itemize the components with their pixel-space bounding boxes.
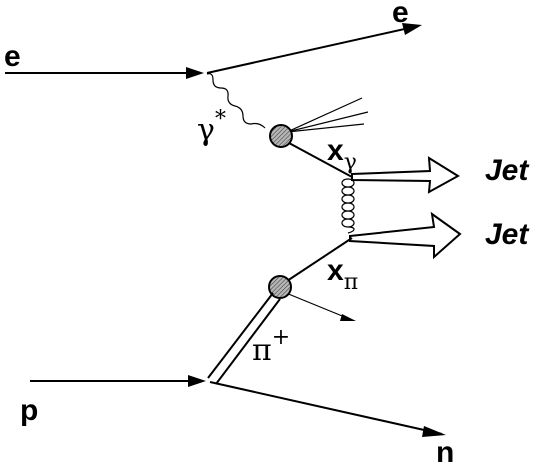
electron-out-line [206,25,419,74]
label-pion: π+ [252,325,290,368]
pion-blob [268,275,292,299]
label-virtual-photon: γ* [197,107,226,148]
proton-in-arrow [188,375,206,387]
pion-remnant-arrow [340,314,356,321]
photon-parton-line [288,142,353,178]
electron-in-arrow [186,67,204,79]
label-jet-upper: Jet [485,154,530,187]
gluon-line [341,178,355,234]
photon-blob [269,124,293,148]
pion-line-a [207,292,274,379]
jet-lower-arrow [349,211,462,260]
jet-upper-arrow [351,156,460,194]
pion-remnant-line [285,292,353,321]
neutron-out-line [209,381,443,435]
label-x-gamma: xγ [327,134,357,175]
photon-remnant-line-1 [286,97,363,133]
label-proton: p [20,394,38,427]
neutron-out-arrow [422,426,446,437]
label-electron-out: e [392,0,409,29]
electron-out-arrow [402,23,422,35]
photon-remnant-line-2 [286,111,369,133]
label-x-pi: xπ [327,254,358,295]
photon-remnant-line-3 [286,123,365,133]
label-electron-in: e [4,40,21,73]
label-jet-lower: Jet [485,218,530,251]
label-neutron: n [436,436,454,464]
virtual-photon-line [206,73,266,129]
pion-line-b [215,298,281,385]
pion-parton-line [286,237,353,282]
